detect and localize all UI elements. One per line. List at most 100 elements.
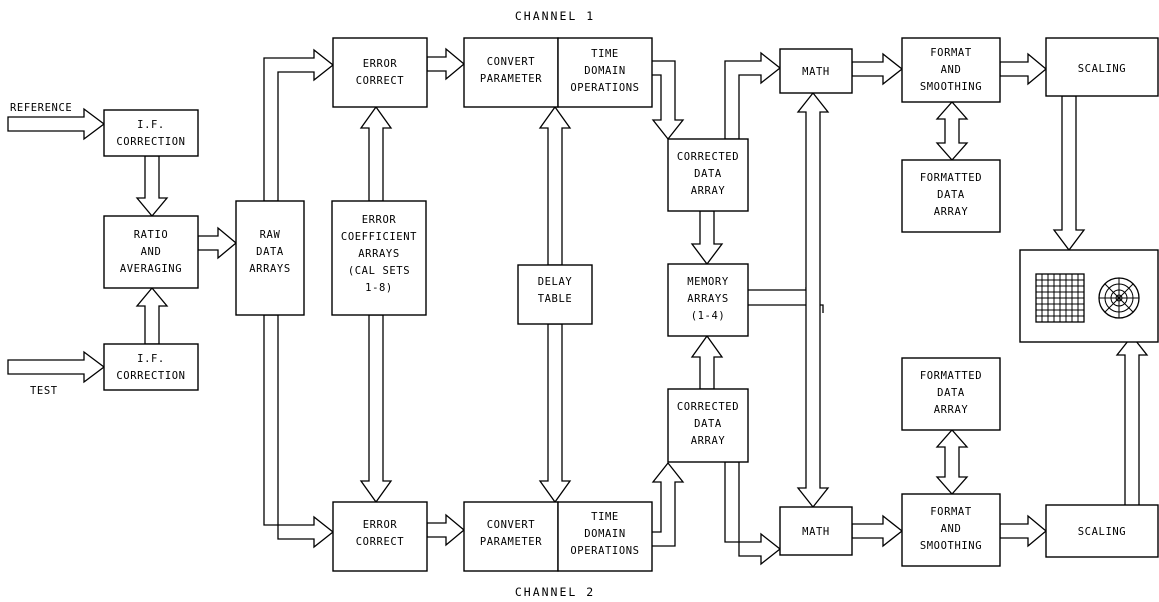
- svg-text:ARRAYS: ARRAYS: [358, 248, 400, 260]
- svg-text:AND: AND: [941, 523, 962, 535]
- svg-text:FORMAT: FORMAT: [930, 506, 972, 518]
- memory-to-math-2-line: [748, 304, 824, 313]
- svg-text:CORRECTION: CORRECTION: [116, 370, 185, 382]
- svg-text:RATIO: RATIO: [134, 229, 169, 241]
- math-1-to-format-1-arrow: [851, 52, 904, 86]
- svg-text:ARRAY: ARRAY: [934, 206, 969, 218]
- svg-text:SMOOTHING: SMOOTHING: [920, 81, 982, 93]
- math-2-to-format-2-arrow: [851, 514, 904, 548]
- if-correction-ref-block: I.F. CORRECTION: [103, 109, 199, 157]
- svg-text:OPERATIONS: OPERATIONS: [570, 545, 639, 557]
- svg-text:I.F.: I.F.: [137, 119, 165, 131]
- convert-parameter-2-block: CONVERT PARAMETER: [463, 501, 559, 572]
- format-1-to-scaling-1-arrow: [999, 52, 1048, 86]
- svg-text:ARRAY: ARRAY: [934, 404, 969, 416]
- svg-text:(1-4): (1-4): [691, 310, 726, 322]
- display-block: [1019, 249, 1159, 343]
- coefficients-to-error-correct-1-arrow: [359, 105, 393, 202]
- if-test-to-ratio-arrow: [135, 286, 169, 345]
- svg-text:CORRECTION: CORRECTION: [116, 136, 185, 148]
- svg-text:ERROR: ERROR: [363, 519, 398, 531]
- svg-text:MATH: MATH: [802, 66, 830, 78]
- svg-text:PARAMETER: PARAMETER: [480, 73, 542, 85]
- svg-text:CORRECTED: CORRECTED: [677, 401, 739, 413]
- channel-2-label: CHANNEL 2: [515, 585, 595, 599]
- scaling-2-block: SCALING: [1045, 504, 1159, 558]
- svg-text:DATA: DATA: [256, 246, 284, 258]
- time-domain-2-block: TIME DOMAIN OPERATIONS: [557, 501, 653, 572]
- test-input-arrow: [7, 350, 106, 384]
- corrected-1-to-math-1-arrow: [724, 51, 782, 140]
- math-2-block: MATH: [779, 506, 853, 556]
- svg-text:CONVERT: CONVERT: [487, 56, 536, 68]
- svg-text:CONVERT: CONVERT: [487, 519, 536, 531]
- svg-text:SCALING: SCALING: [1078, 526, 1126, 538]
- svg-text:ERROR: ERROR: [363, 58, 398, 70]
- if-correction-test-block: I.F. CORRECTION: [103, 343, 199, 391]
- convert-parameter-1-block: CONVERT PARAMETER: [463, 37, 559, 108]
- svg-text:COEFFICIENT: COEFFICIENT: [341, 231, 417, 243]
- svg-text:ERROR: ERROR: [362, 214, 397, 226]
- time-domain-2-to-corrected-2-arrow: [645, 461, 685, 547]
- raw-data-arrays-block: RAW DATA ARRAYS: [235, 200, 305, 316]
- math-1-math-2-link-arrow: [796, 91, 830, 509]
- svg-text:ARRAY: ARRAY: [691, 435, 726, 447]
- raw-to-error-correct-2-arrow: [263, 314, 335, 549]
- svg-text:AND: AND: [141, 246, 162, 258]
- svg-text:SCALING: SCALING: [1078, 63, 1126, 75]
- svg-text:OPERATIONS: OPERATIONS: [570, 82, 639, 94]
- polar-smith-icon: [1098, 277, 1140, 319]
- svg-text:DELAY: DELAY: [538, 276, 573, 288]
- formatted-data-array-2-block: FORMATTED DATA ARRAY: [901, 357, 1001, 431]
- svg-text:DATA: DATA: [694, 418, 722, 430]
- svg-text:DATA: DATA: [937, 189, 965, 201]
- format-smoothing-2-block: FORMAT AND SMOOTHING: [901, 493, 1001, 567]
- cartesian-grid-icon: [1035, 273, 1085, 323]
- svg-text:TABLE: TABLE: [538, 293, 573, 305]
- error-correct-2-to-convert-arrow: [426, 513, 466, 547]
- formatted-array-2-format-2-arrow: [935, 429, 969, 495]
- reference-label: REFERENCE: [10, 102, 72, 114]
- svg-text:PARAMETER: PARAMETER: [480, 536, 542, 548]
- svg-text:MATH: MATH: [802, 526, 830, 538]
- error-correct-1-block: ERROR CORRECT: [332, 37, 428, 108]
- time-domain-1-block: TIME DOMAIN OPERATIONS: [557, 37, 653, 108]
- svg-text:FORMATTED: FORMATTED: [920, 172, 982, 184]
- format-2-to-scaling-2-arrow: [999, 514, 1048, 548]
- svg-text:ARRAY: ARRAY: [691, 185, 726, 197]
- test-label: TEST: [30, 385, 58, 397]
- ratio-averaging-block: RATIO AND AVERAGING: [103, 215, 199, 289]
- svg-text:DOMAIN: DOMAIN: [584, 65, 626, 77]
- coefficients-to-error-correct-2-arrow: [359, 314, 393, 504]
- error-correct-1-to-convert-arrow: [426, 47, 466, 81]
- svg-text:TIME: TIME: [591, 48, 619, 60]
- svg-text:DATA: DATA: [694, 168, 722, 180]
- svg-text:MEMORY: MEMORY: [687, 276, 729, 288]
- svg-text:I.F.: I.F.: [137, 353, 165, 365]
- corrected-data-array-2-block: CORRECTED DATA ARRAY: [667, 388, 749, 463]
- raw-to-error-correct-1-arrow: [263, 48, 335, 202]
- scaling-1-to-display-arrow: [1052, 95, 1086, 252]
- delay-table-block: DELAY TABLE: [517, 264, 593, 325]
- svg-text:TIME: TIME: [591, 511, 619, 523]
- reference-input-arrow: [7, 107, 106, 141]
- corrected-data-array-1-block: CORRECTED DATA ARRAY: [667, 138, 749, 212]
- formatted-data-array-1-block: FORMATTED DATA ARRAY: [901, 159, 1001, 233]
- svg-text:DATA: DATA: [937, 387, 965, 399]
- error-coefficient-arrays-block: ERROR COEFFICIENT ARRAYS (CAL SETS 1-8): [331, 200, 427, 316]
- format-1-formatted-array-1-arrow: [935, 101, 969, 161]
- svg-text:AVERAGING: AVERAGING: [120, 263, 182, 275]
- svg-text:(CAL SETS: (CAL SETS: [348, 265, 410, 277]
- delay-to-channel-2-arrow: [538, 323, 572, 504]
- svg-text:CORRECTED: CORRECTED: [677, 151, 739, 163]
- error-correct-2-block: ERROR CORRECT: [332, 501, 428, 572]
- ratio-to-raw-arrow: [197, 226, 238, 260]
- time-domain-1-to-corrected-1-arrow: [645, 60, 685, 141]
- scaling-1-block: SCALING: [1045, 37, 1159, 97]
- svg-text:AND: AND: [941, 64, 962, 76]
- svg-text:RAW: RAW: [260, 229, 281, 241]
- memory-arrays-block: MEMORY ARRAYS (1-4): [667, 263, 749, 337]
- memory-to-math-1-line: [748, 287, 807, 291]
- connectors: [7, 47, 1149, 566]
